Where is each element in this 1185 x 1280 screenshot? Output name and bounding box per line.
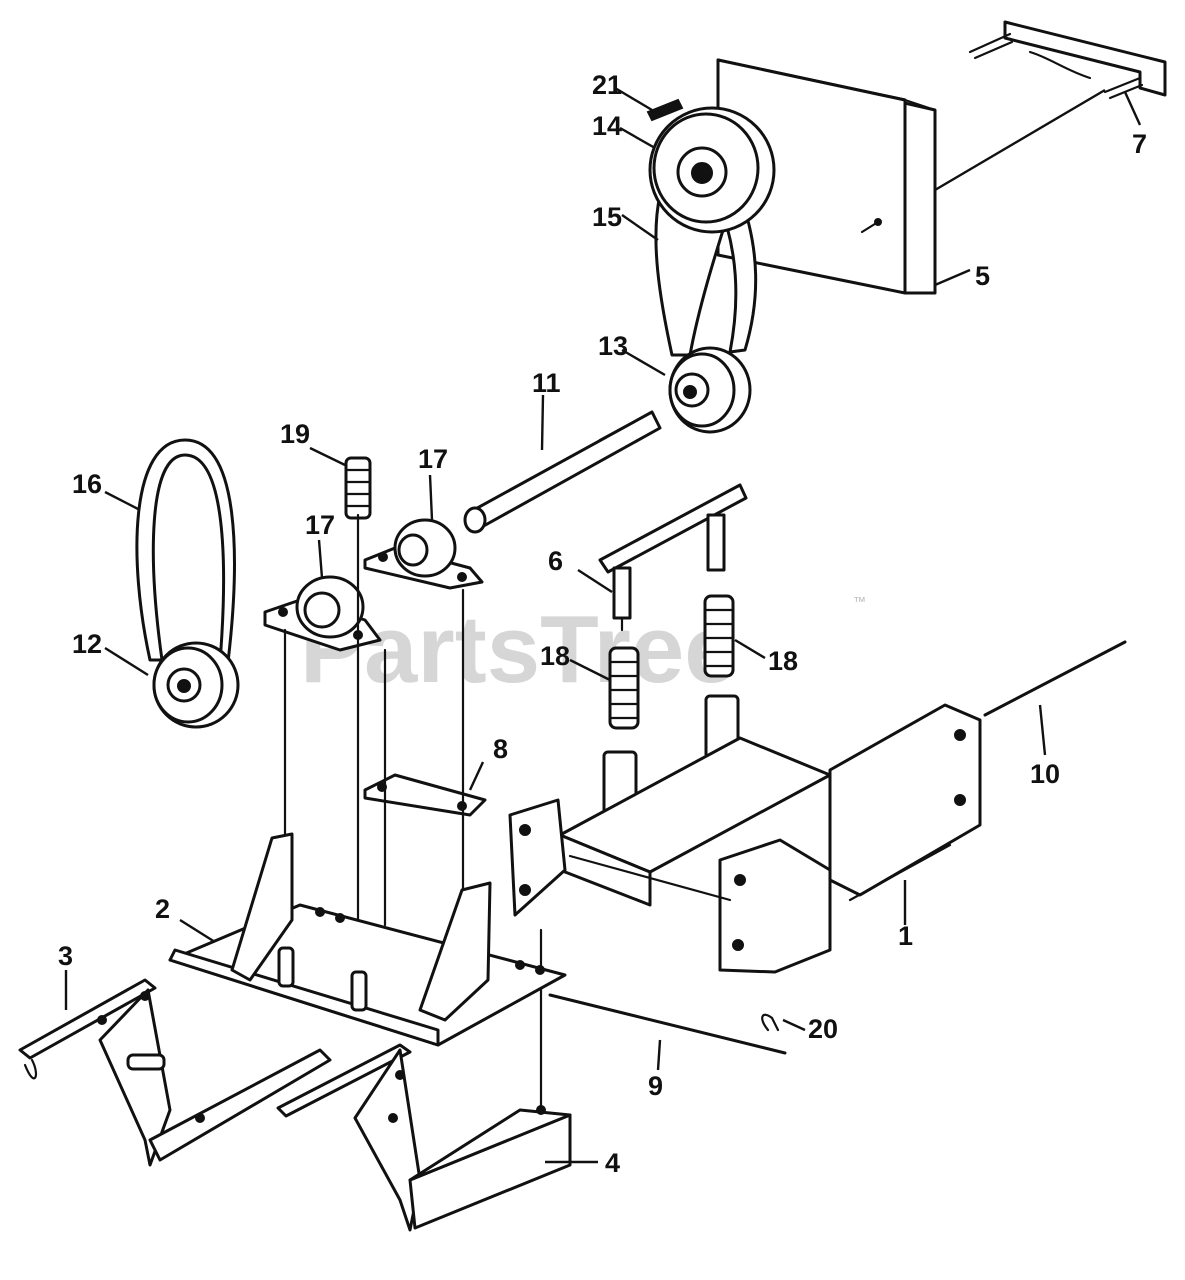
- part-7-bracket: [934, 20, 1167, 192]
- part-11-shaft: [463, 410, 662, 534]
- callout-14: 14: [592, 111, 622, 141]
- part-18-spring-left: [608, 646, 640, 730]
- part-1-frame: [508, 694, 982, 974]
- callout-18-left: 18: [540, 641, 570, 671]
- part-14-large-pulley: [648, 106, 776, 234]
- callout-9: 9: [648, 1071, 663, 1101]
- part-9-pin: [548, 993, 787, 1055]
- part-10-rod: [983, 640, 1127, 717]
- callout-16: 16: [72, 469, 102, 499]
- callout-15: 15: [592, 202, 622, 232]
- callout-10: 10: [1030, 759, 1060, 789]
- callout-20: 20: [808, 1014, 838, 1044]
- callout-1: 1: [898, 921, 913, 951]
- callout-11: 11: [532, 368, 561, 398]
- part-16-belt: [135, 438, 236, 664]
- callout-19: 19: [280, 419, 310, 449]
- callout-17-right: 17: [418, 444, 448, 474]
- callout-17-left: 17: [305, 510, 335, 540]
- part-19-spring: [344, 456, 372, 520]
- callout-5: 5: [975, 261, 990, 291]
- part-5-cover-plate: [716, 58, 937, 295]
- part-12-pulley: [152, 641, 240, 729]
- callout-21: 21: [592, 70, 622, 100]
- watermark-text: PartsTree: [300, 596, 738, 703]
- part-21-key: [646, 98, 684, 122]
- callout-4: 4: [605, 1148, 620, 1178]
- part-2-base: [168, 832, 567, 1047]
- part-3-bracket: [18, 978, 332, 1167]
- callout-18-right: 18: [768, 646, 798, 676]
- part-8-plate: [363, 773, 487, 817]
- callout-8: 8: [493, 734, 508, 764]
- callout-13: 13: [598, 331, 628, 361]
- callout-labels: 21 14 15 7 5 13 11 16 12 19 17 17 6 18 1…: [58, 70, 1147, 1178]
- part-17-bearing-right: [363, 518, 484, 590]
- part-20-clip: [761, 1013, 780, 1032]
- part-6-handle: [598, 483, 748, 632]
- callout-12: 12: [72, 629, 102, 659]
- part-18-spring-right: [703, 594, 735, 678]
- leader-lines: [64, 86, 1047, 1164]
- callout-2: 2: [155, 894, 170, 924]
- watermark-trademark: ™: [853, 594, 866, 609]
- callout-3: 3: [58, 941, 73, 971]
- callout-7: 7: [1132, 129, 1147, 159]
- part-17-bearing-left: [263, 575, 382, 652]
- callout-6: 6: [548, 546, 563, 576]
- part-13-small-pulley: [668, 346, 752, 434]
- part-4-bracket: [276, 1043, 572, 1232]
